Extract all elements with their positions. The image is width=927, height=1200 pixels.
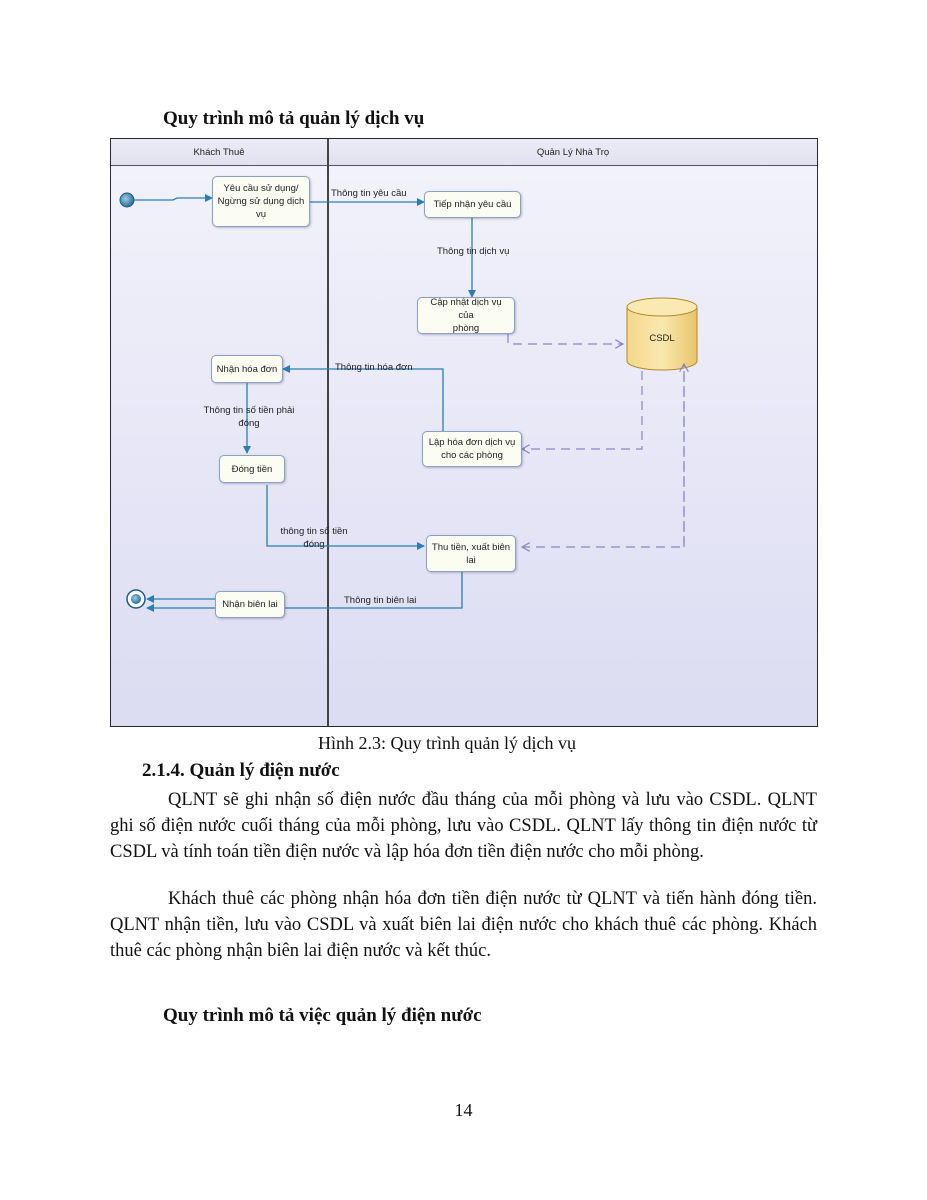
activity-update-line2: phòng <box>452 323 480 334</box>
flow-label-amount-line2: đóng <box>238 418 260 429</box>
activity-collect-line2: lai <box>466 554 476 566</box>
activity-create-invoice-line2: cho các phòng <box>441 450 503 461</box>
start-node <box>119 192 135 208</box>
paragraph-2: Khách thuê các phòng nhận hóa đơn tiền đ… <box>110 889 817 961</box>
diagram-heading: Quy trình mô tả quản lý dịch vụ <box>163 108 425 129</box>
activity-receive-invoice: Nhận hóa đơn <box>211 355 283 383</box>
database-cylinder <box>626 297 698 371</box>
activity-create-invoice-line1: Lập hóa đơn dịch vụ <box>428 437 516 448</box>
paragraph-1: QLNT sẽ ghi nhận số điện nước đầu tháng … <box>110 790 817 862</box>
activity-request-line3: vụ <box>255 209 267 220</box>
activity-request-line2: Ngừng sử dụng dịch <box>217 196 305 207</box>
activity-request-service: Yêu cầu sử dụng/ Ngừng sử dụng dịch vụ <box>212 176 310 227</box>
database-label: CSDL <box>649 333 675 344</box>
activity-receive-receipt: Nhận biên lai <box>215 591 285 618</box>
lane-divider <box>327 139 329 726</box>
activity-pay: Đóng tiền <box>219 455 285 483</box>
activity-receive-request: Tiếp nhận yêu cầu <box>424 191 521 218</box>
section-heading-bottom: Quy trình mô tả việc quản lý điện nước <box>163 1005 482 1026</box>
flow-label-amount-paid: thông tin số tiền đóng <box>278 525 350 551</box>
activity-collect-line1: Thu tiền, xuất biên <box>431 541 511 553</box>
flow-label-invoice-info: Thông tin hóa đơn <box>335 362 413 373</box>
activity-receive-receipt-label: Nhận biên lai <box>222 599 278 610</box>
page-number: 14 <box>454 1100 473 1120</box>
flow-label-paid-line2: đóng <box>303 539 325 550</box>
flow-arrows <box>119 192 698 612</box>
activity-diagram: Khách Thuê Quản Lý Nhà Trọ <box>110 138 818 727</box>
flow-label-paid-line1: thông tin số tiền <box>280 526 348 537</box>
section-title: 2.1.4. Quản lý điện nước <box>142 760 340 781</box>
activity-receive-invoice-label: Nhận hóa đơn <box>216 363 278 375</box>
activity-create-invoice: Lập hóa đơn dịch vụ cho các phòng <box>422 431 522 467</box>
flow-label-service-info: Thông tin dịch vụ <box>437 246 510 257</box>
activity-request-line1: Yêu cầu sử dụng/ <box>223 183 299 194</box>
activity-collect-payment: Thu tiền, xuất biên lai <box>426 535 516 572</box>
activity-pay-label: Đóng tiền <box>231 463 273 475</box>
activity-update-service: Cập nhật dịch vụ của phòng <box>417 297 515 334</box>
activity-update-line1: Cập nhật dịch vụ của <box>430 297 502 321</box>
end-node-core <box>131 594 141 604</box>
lane-header-manager: Quản Lý Nhà Trọ <box>329 139 817 166</box>
activity-receive-request-label: Tiếp nhận yêu cầu <box>433 199 512 210</box>
flow-label-receipt-info: Thông tin biên lai <box>344 595 417 606</box>
flow-label-amount-line1: Thông tin số tiền phải <box>203 405 295 416</box>
figure-caption: Hình 2.3: Quy trình quản lý dịch vụ <box>318 733 576 753</box>
flow-label-amount-due: Thông tin số tiền phải đóng <box>203 404 295 430</box>
flow-label-request-info: Thông tin yêu cầu <box>331 188 407 199</box>
lane-header-tenant: Khách Thuê <box>111 139 329 166</box>
